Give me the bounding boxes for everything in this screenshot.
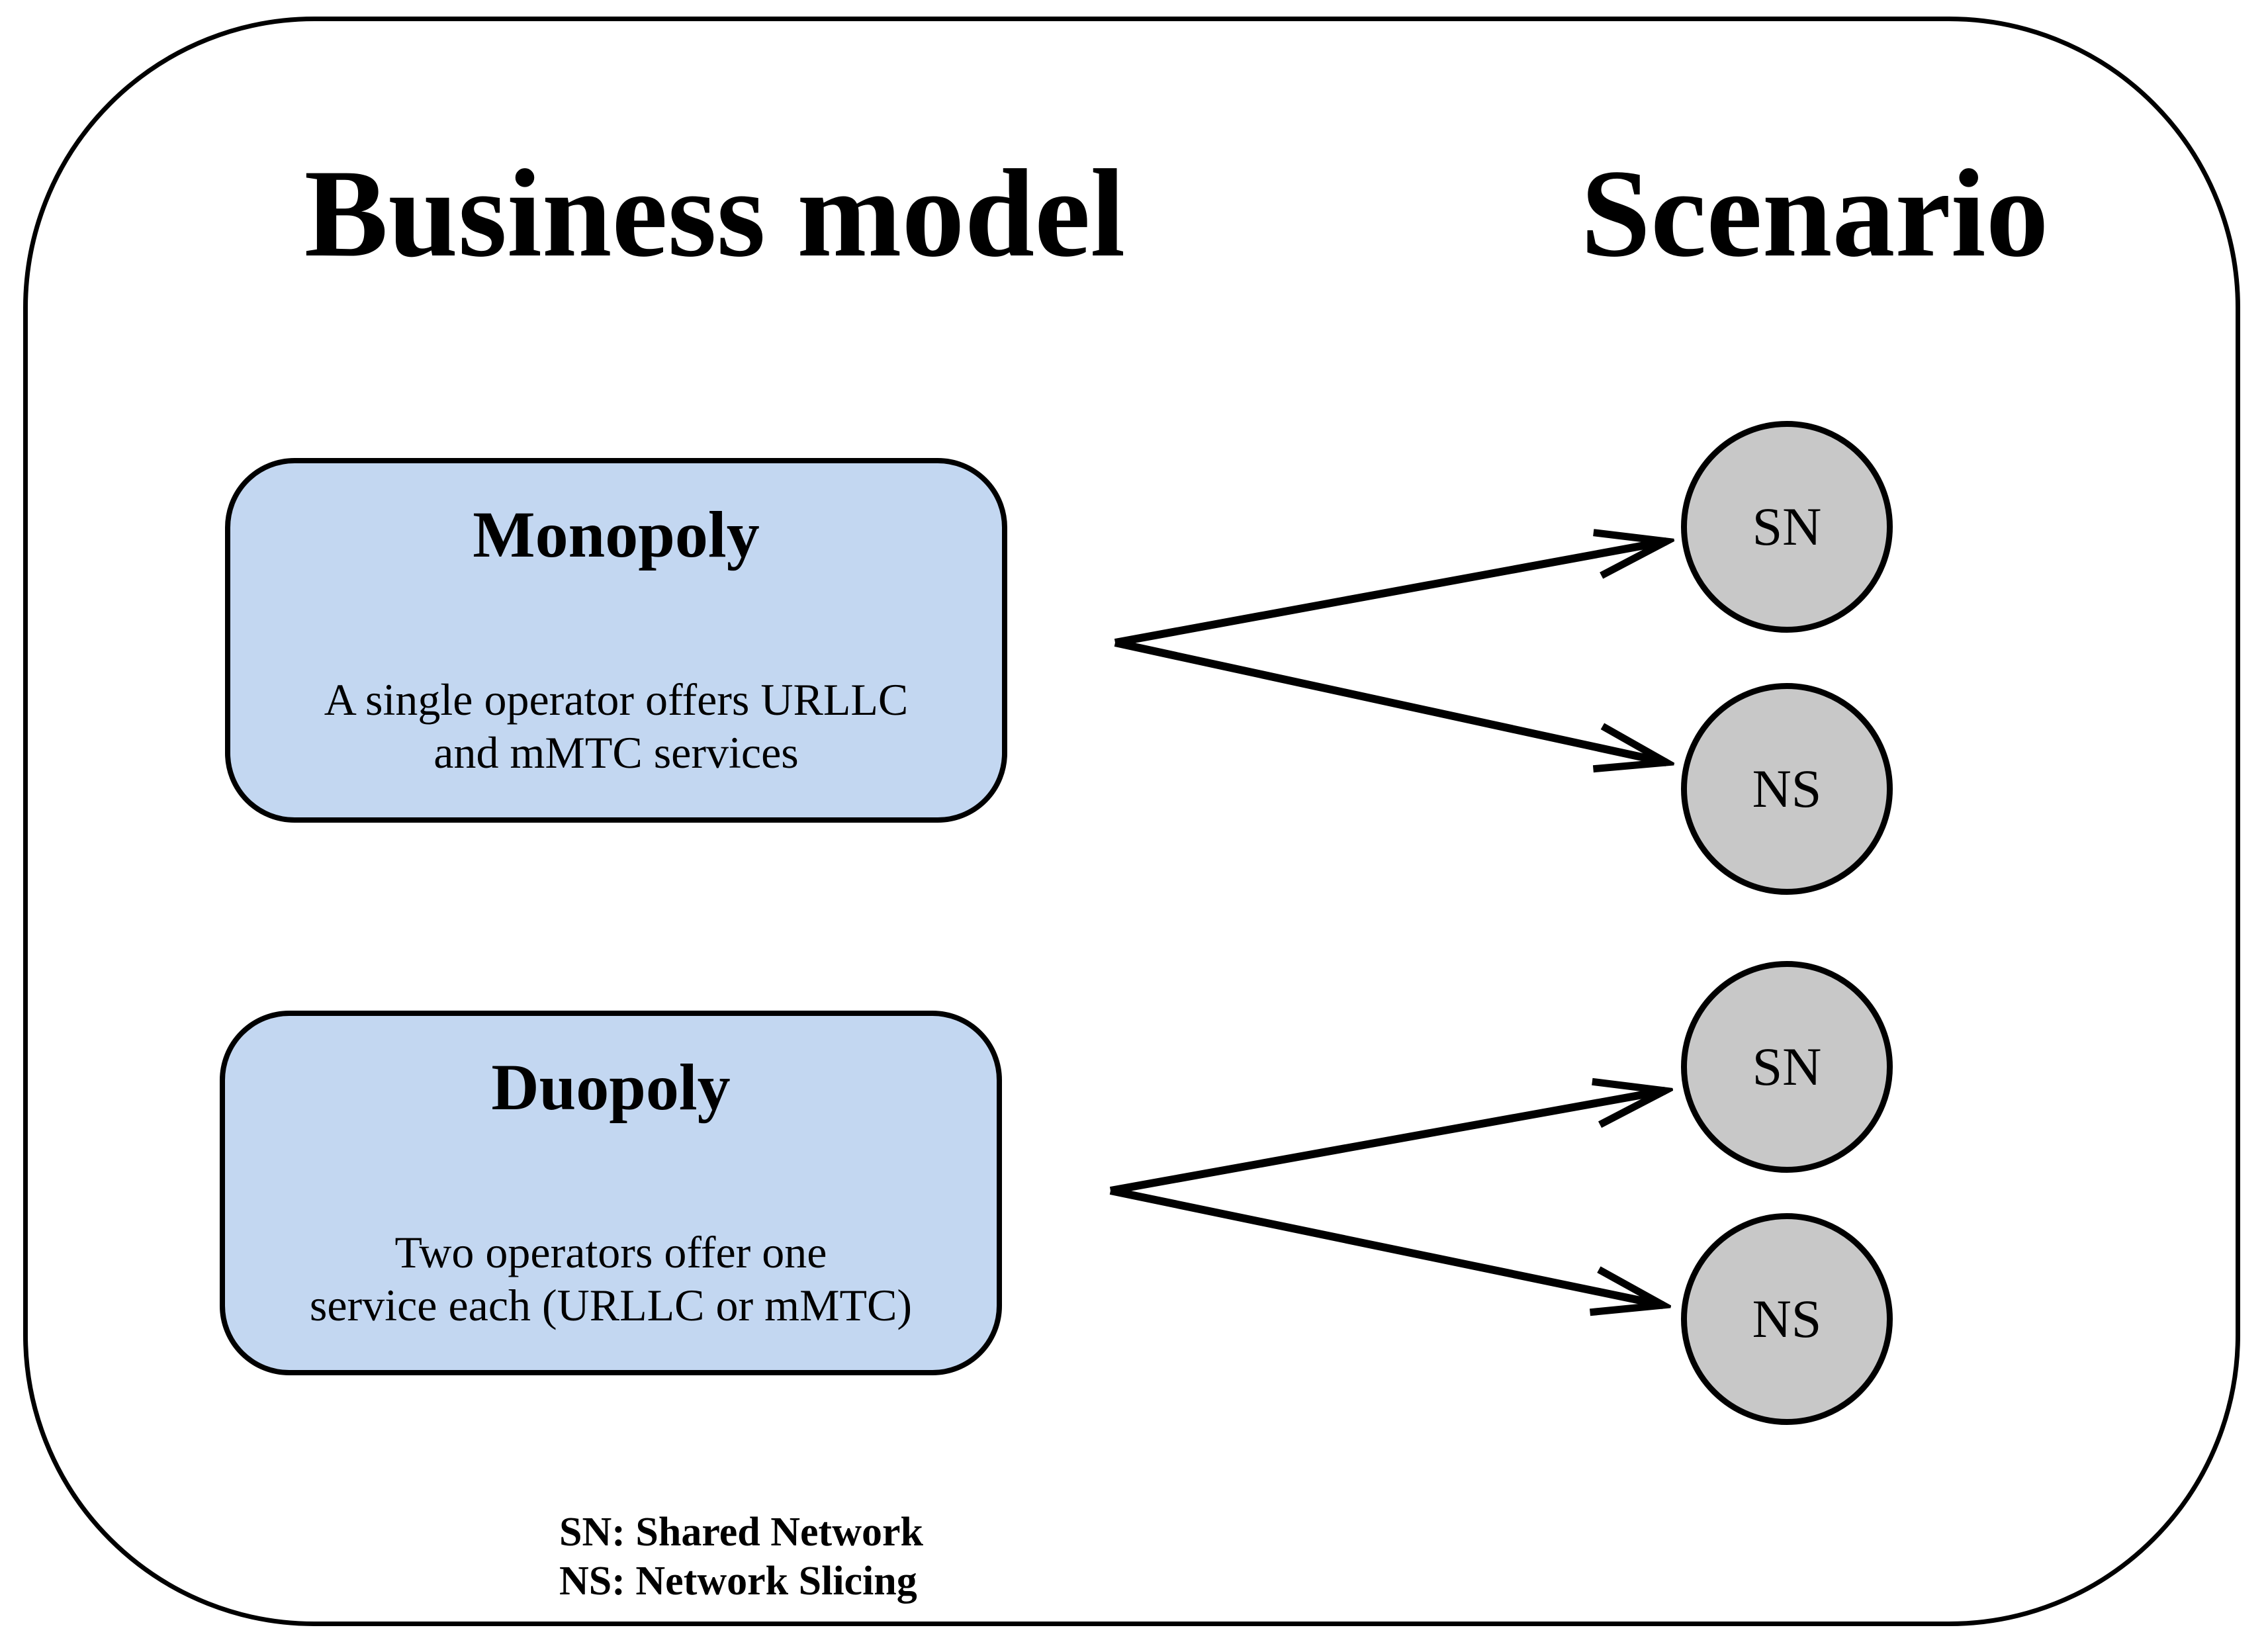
scenario-column-header: Scenario (1580, 144, 2049, 283)
duopoly-title: Duopoly (491, 1050, 731, 1124)
business-model-column-header: Business model (304, 144, 1126, 283)
scenario-label-duopoly-sn: SN (1752, 1036, 1822, 1097)
legend: SN: Shared Network NS: Network Slicing (559, 1508, 923, 1606)
duopoly-description-line-2: service each (URLLC or mMTC) (309, 1280, 913, 1330)
scenario-circle-duopoly-sn: SN (1681, 961, 1893, 1173)
monopoly-title: Monopoly (473, 498, 760, 571)
duopoly-description: Two operators offer one service each (UR… (225, 1226, 997, 1332)
duopoly-description-line-1: Two operators offer one (394, 1227, 827, 1277)
scenario-label-monopoly-ns: NS (1752, 758, 1822, 819)
scenario-circle-duopoly-ns: NS (1681, 1213, 1893, 1425)
monopoly-description-line-2: and mMTC services (433, 727, 799, 778)
legend-line-sn: SN: Shared Network (559, 1510, 923, 1555)
scenario-circle-monopoly-sn: SN (1681, 421, 1893, 633)
monopoly-description-line-1: A single operator offers URLLC (324, 674, 909, 725)
duopoly-box: Duopoly Two operators offer one service … (220, 1011, 1002, 1375)
monopoly-box: Monopoly A single operator offers URLLC … (225, 458, 1007, 823)
monopoly-description: A single operator offers URLLC and mMTC … (230, 673, 1002, 779)
legend-line-ns: NS: Network Slicing (559, 1559, 917, 1604)
scenario-label-monopoly-sn: SN (1752, 496, 1822, 557)
scenario-label-duopoly-ns: NS (1752, 1289, 1822, 1349)
scenario-circle-monopoly-ns: NS (1681, 683, 1893, 895)
